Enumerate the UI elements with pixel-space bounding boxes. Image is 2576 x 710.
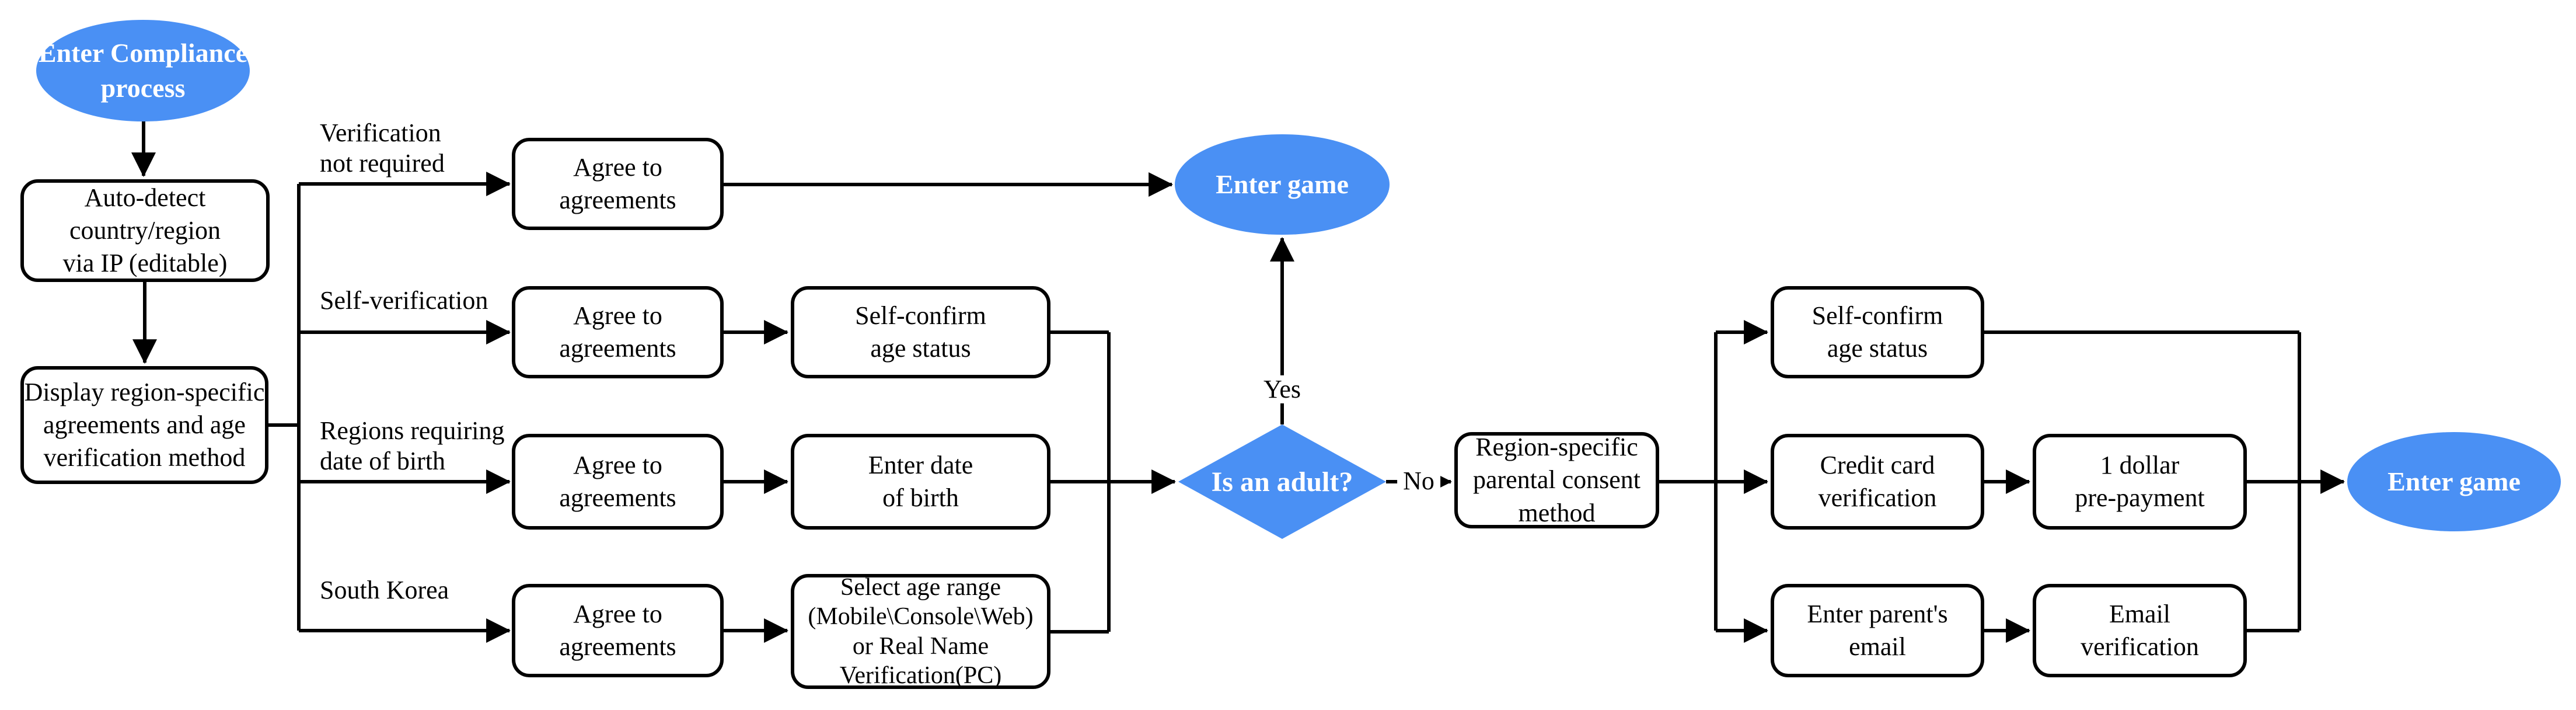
terminal-enter-game-end: Enter game [2347,432,2561,531]
node-display-region: Display region-specific agreements and a… [20,366,268,484]
edge-label-yes: Yes [1257,375,1307,404]
decision-is-adult-label: Is an adult? [1211,466,1353,497]
branch-label-no-verification: Verification not required [320,119,445,178]
node-enter-dob: Enter date of birth [791,434,1050,530]
node-agree-row4: Agree to agreements [512,584,724,677]
node-parent-email: Enter parent's email [1771,584,1984,677]
node-credit-card: Credit card verification [1771,434,1984,530]
node-select-age-range: Select age range (Mobile\Console\Web) or… [791,574,1050,689]
decision-diamond-shape [1178,424,1386,539]
node-auto-detect: Auto-detect country/region via IP (edita… [20,179,270,282]
start-node: Enter Compliance process [36,20,250,121]
edge-label-no: No [1397,467,1440,496]
terminal-enter-game-top: Enter game [1175,134,1390,235]
branch-label-self-verification: Self-verification [320,286,488,315]
node-agree-row3: Agree to agreements [512,434,724,530]
node-parental-consent: Region-specific parental consent method [1454,432,1659,528]
node-self-confirm-right: Self-confirm age status [1771,286,1984,378]
node-self-confirm-left: Self-confirm age status [791,286,1050,378]
node-agree-row1: Agree to agreements [512,138,724,230]
node-email-verify: Email verification [2033,584,2247,677]
node-dollar-prepay: 1 dollar pre-payment [2033,434,2247,530]
branch-label-dob-regions: Regions requiring date of birth [320,416,505,475]
node-agree-row2: Agree to agreements [512,286,724,378]
branch-label-south-korea: South Korea [320,576,449,604]
